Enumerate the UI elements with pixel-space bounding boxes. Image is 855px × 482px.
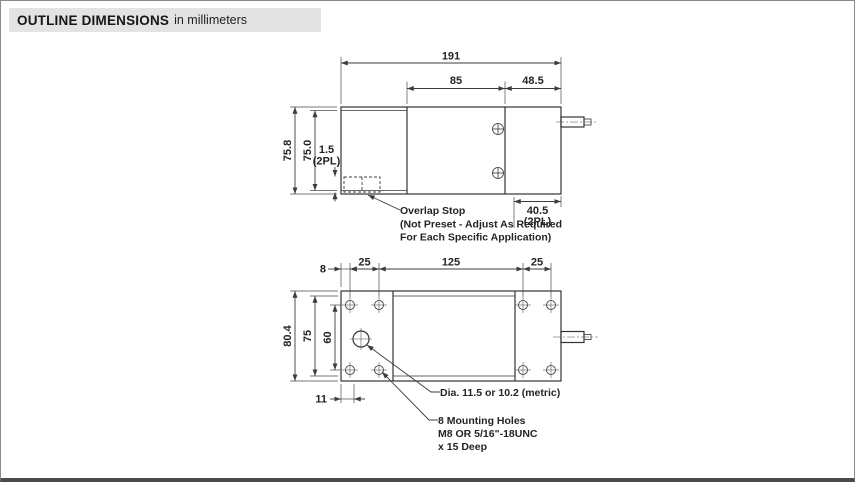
section-header: OUTLINE DIMENSIONS in millimeters bbox=[9, 8, 321, 32]
dim-label-center-span: 125 bbox=[442, 257, 460, 269]
mounting-hole bbox=[342, 297, 358, 313]
overlap-note-line2: (Not Preset - Adjust As Required bbox=[400, 219, 562, 231]
dim-overall-height: 75.8 bbox=[282, 106, 337, 195]
dim-label-end-section-length: 48.5 bbox=[522, 75, 543, 87]
hole-dia-note: Dia. 11.5 or 10.2 (metric) bbox=[366, 344, 560, 399]
dim-label-inner-height: 75.0 bbox=[302, 140, 314, 161]
overlap-note-line3: For Each Specific Application) bbox=[400, 232, 551, 244]
dim-label-edge-to-hole: 8 bbox=[320, 264, 326, 276]
dim-body-width: 75 bbox=[302, 295, 338, 377]
load-cell-body-side-outline bbox=[340, 106, 562, 195]
load-rod-plan bbox=[553, 330, 598, 344]
overlap-stop-note: Overlap Stop (Not Preset - Adjust As Req… bbox=[367, 194, 562, 244]
mounting-note-line3: x 15 Deep bbox=[438, 441, 487, 453]
dim-label-hole-row-span: 60 bbox=[322, 331, 334, 343]
mounting-note-line1: 8 Mounting Holes bbox=[438, 415, 526, 427]
mounting-hole bbox=[515, 362, 531, 378]
dim-label-gap: 1.5 bbox=[319, 144, 334, 156]
mounting-holes-note: 8 Mounting Holes M8 OR 5/16"-18UNC x 15 … bbox=[381, 371, 538, 453]
dim-center-span: 125 bbox=[379, 257, 524, 297]
load-cell-body-plan-outline bbox=[340, 290, 562, 382]
mounting-hole bbox=[543, 362, 559, 378]
dim-end-width: 40.5 (2PL) bbox=[513, 196, 562, 228]
section-title: OUTLINE DIMENSIONS bbox=[17, 12, 170, 28]
dim-mid-section-length: 85 bbox=[406, 75, 506, 104]
load-rod-side bbox=[556, 116, 597, 128]
section-subtitle: in millimeters bbox=[174, 13, 248, 27]
dim-gap: 1.5 (2PL) bbox=[313, 144, 341, 202]
dim-label-bottom-offset: 11 bbox=[315, 394, 327, 406]
hole-dia-note-text: Dia. 11.5 or 10.2 (metric) bbox=[440, 387, 560, 399]
dim-inner-height: 75.0 bbox=[302, 110, 337, 191]
screw-icon bbox=[492, 123, 504, 135]
mounting-hole bbox=[515, 297, 531, 313]
side-view: 191 85 48.5 75.8 bbox=[282, 51, 597, 244]
dim-label-gap-places: (2PL) bbox=[313, 156, 341, 168]
dim-hole-pitch-left: 25 bbox=[350, 257, 380, 297]
dim-label-mid-section-length: 85 bbox=[450, 75, 462, 87]
dim-overall-length: 191 bbox=[340, 51, 562, 104]
dim-label-overall-width: 80.4 bbox=[282, 324, 294, 346]
dim-label-overall-length: 191 bbox=[442, 51, 460, 63]
mounting-hole bbox=[342, 362, 358, 378]
overlap-note-line1: Overlap Stop bbox=[400, 205, 465, 217]
dim-end-section-length: 48.5 bbox=[505, 75, 561, 92]
dim-label-end-width: 40.5 bbox=[527, 205, 548, 217]
dim-label-overall-height: 75.8 bbox=[282, 140, 294, 161]
mounting-hole bbox=[543, 297, 559, 313]
screw-icon bbox=[492, 167, 504, 179]
plan-view: 8 25 125 25 80.4 bbox=[282, 257, 598, 453]
dim-label-hole-pitch-left: 25 bbox=[358, 257, 370, 269]
dim-hole-pitch-right: 25 bbox=[523, 257, 552, 297]
dim-label-end-width-places: (2PL) bbox=[524, 216, 552, 228]
dim-label-hole-pitch-right: 25 bbox=[531, 257, 543, 269]
mounting-note-line2: M8 OR 5/16"-18UNC bbox=[438, 428, 538, 440]
dim-hole-row-span: 60 bbox=[322, 304, 341, 371]
dim-bottom-offset: 11 bbox=[315, 384, 365, 406]
dim-label-body-width: 75 bbox=[302, 330, 314, 342]
dim-overall-width: 80.4 bbox=[282, 290, 338, 382]
center-hole bbox=[350, 328, 372, 350]
overlap-stop-dashed-outline bbox=[343, 176, 381, 193]
mounting-hole bbox=[371, 297, 387, 313]
mounting-hole bbox=[371, 362, 387, 378]
